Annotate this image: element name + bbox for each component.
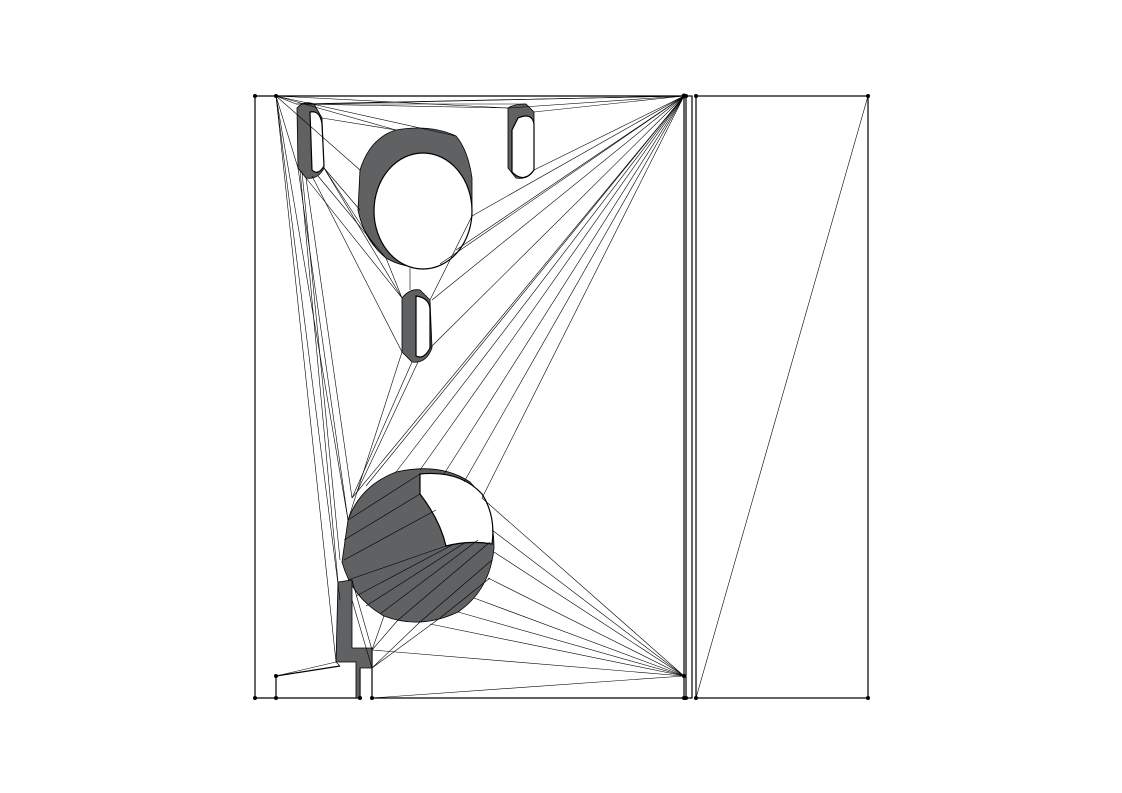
main-triangulated-panel	[253, 93, 693, 700]
fan-lines-bottom-right	[371, 497, 685, 699]
fan-lines-middle-slot	[347, 215, 473, 521]
separator-strip	[685, 95, 693, 699]
slot-top-left-hole	[309, 111, 325, 173]
bottom-left-notch	[275, 665, 341, 698]
circle-internal-lines	[343, 473, 493, 623]
foot-lines	[275, 579, 441, 677]
foot-shaded	[335, 579, 373, 699]
slot-top-right-hole	[511, 115, 535, 179]
fan-lines-left-slot	[297, 167, 403, 583]
circle-bottom-hole	[419, 472, 494, 547]
ellipse-top-hole	[373, 152, 473, 270]
vertex-markers	[253, 93, 688, 700]
right-panel-outline	[695, 95, 869, 699]
slot-middle-hole	[415, 295, 431, 358]
fan-lines-top-left	[275, 95, 526, 663]
fan-lines-top-right	[276, 95, 685, 698]
right-triangulated-panel	[694, 94, 870, 700]
right-panel-diagonal	[695, 95, 869, 699]
